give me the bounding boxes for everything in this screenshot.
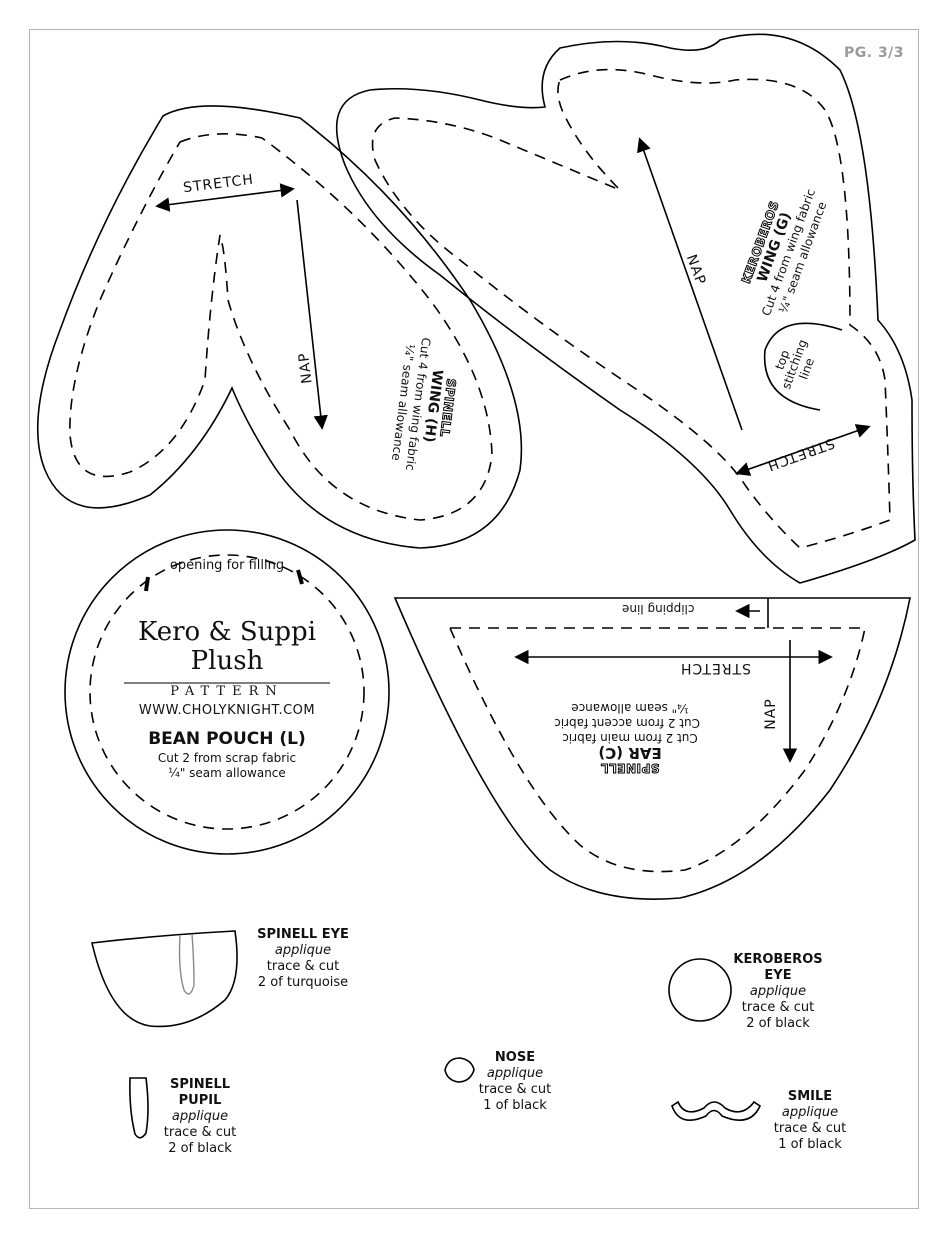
bean-pouch-cut: Cut 2 from scrap fabric [157,751,297,765]
bean-pouch-seam [89,554,365,830]
smile-type: applique [781,1105,839,1120]
ear-c-character: SPINELL [600,761,660,776]
spinell-eye-type: applique [274,943,332,958]
keroberos-eye-qty: 2 of black [746,1016,810,1031]
nose-label: NOSE applique trace & cut 1 of black [465,1050,565,1114]
keroberos-eye-shape [668,958,732,1022]
opening-label: opening for filling [169,558,285,573]
nose-type: applique [486,1066,544,1081]
spinell-eye-action: trace & cut [266,959,340,974]
spinell-pupil-label: SPINELL PUPIL applique trace & cut 2 of … [150,1077,250,1157]
pattern-word: PATTERN [170,684,284,699]
spinell-pupil-shape [129,1077,149,1139]
website: WWW.CHOLYKNIGHT.COM [138,703,316,718]
spinell-pupil-title-1: SPINELL [169,1077,231,1092]
page-number: PG. 3/3 [844,45,905,61]
keroberos-eye-title-1: KEROBEROS [733,952,823,967]
keroberos-eye-type: applique [749,984,807,999]
top-stitching-curve [763,322,843,411]
keroberos-eye-title-2: EYE [764,968,792,983]
nose-action: trace & cut [478,1082,552,1097]
spinell-eye-label: SPINELL EYE applique trace & cut 2 of tu… [243,927,363,991]
spinell-eye-shape [91,930,238,1028]
spinell-pupil-title-2: PUPIL [178,1093,222,1108]
spinell-eye-title: SPINELL EYE [257,927,349,942]
keroberos-eye-label: KEROBEROS EYE applique trace & cut 2 of … [718,952,838,1032]
spinell-pupil-qty: 2 of black [168,1141,232,1156]
wing-h-outline [36,105,523,549]
smile-action: trace & cut [773,1121,847,1136]
smile-qty: 1 of black [778,1137,842,1152]
ear-c-cut-accent: Cut 2 from accent fabric [554,716,700,730]
ear-c-seam: ¼" seam allowance [571,701,689,715]
nose-title: NOSE [494,1050,536,1065]
bean-pouch-title: BEAN POUCH (L) [148,729,306,749]
ear-c-nap-label: NAP [762,698,779,730]
wing-g-seam [371,68,891,549]
wing-h-seam [69,133,493,521]
clipping-label: clipping line [622,602,695,616]
ear-c-seam [448,627,866,873]
nose-qty: 1 of black [483,1098,547,1113]
page-border [29,29,919,1209]
bean-pouch-seam: ¼" seam allowance [168,766,286,780]
smile-shape [671,1100,762,1122]
nose-shape [444,1057,475,1083]
ear-c-title: EAR (C) [598,744,662,762]
ear-c-outline [393,597,911,900]
ear-c-stretch-label: STRETCH [680,660,752,676]
brand-line-1: Kero & Suppi [137,617,317,647]
spinell-eye-qty: 2 of turquoise [257,975,349,990]
smile-title: SMILE [787,1089,833,1104]
ear-c-info: SPINELL EAR (C) Cut 2 from main fabric C… [554,700,700,776]
keroberos-eye-action: trace & cut [741,1000,815,1015]
spinell-pupil-action: trace & cut [163,1125,237,1140]
spinell-pupil-type: applique [171,1109,229,1124]
bean-pouch-outline [64,529,390,855]
ear-c-cut-main: Cut 2 from main fabric [562,731,698,745]
wing-g-outline [335,33,916,584]
brand-line-2: Plush [190,646,264,676]
smile-label: SMILE applique trace & cut 1 of black [760,1089,860,1153]
